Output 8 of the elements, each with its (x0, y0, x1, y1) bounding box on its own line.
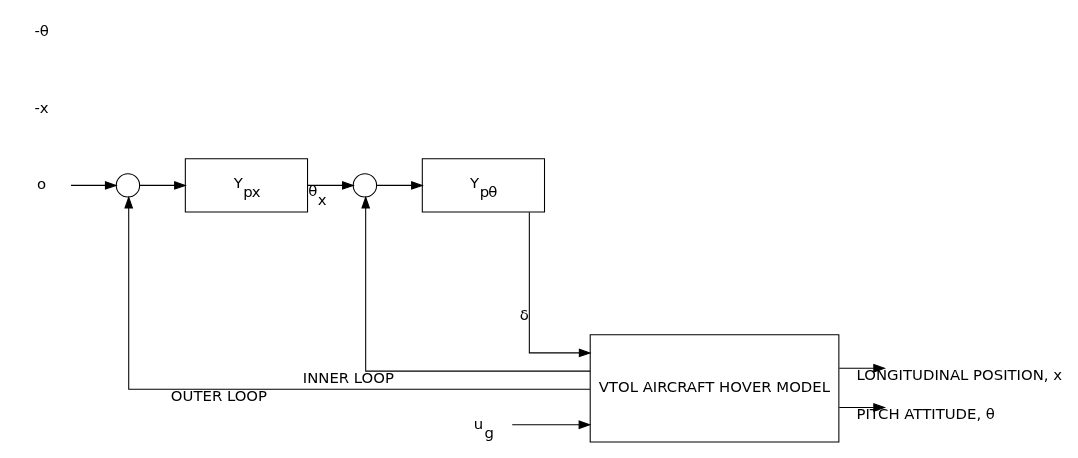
edge-label: INNER LOOP (302, 368, 394, 387)
edge-label: OUTER LOOP (170, 386, 268, 405)
edge-label: LONGITUDINAL POSITION, x (856, 365, 1063, 384)
label: -θ (34, 21, 49, 40)
node-text: o (37, 174, 47, 193)
edge-label: δ (519, 305, 529, 324)
label: -x (34, 98, 49, 117)
edge-label: PITCH ATTITUDE, θ (856, 404, 995, 423)
